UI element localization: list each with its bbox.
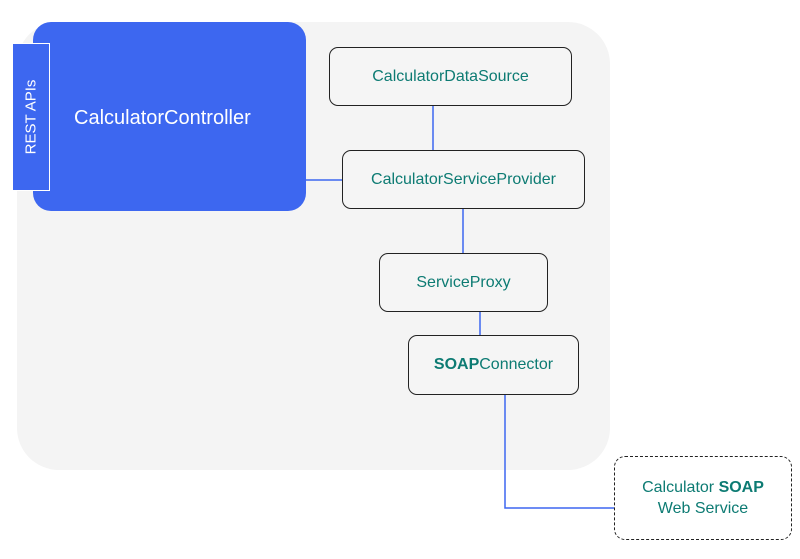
rest-apis-tab[interactable]: REST APIs [12, 43, 50, 191]
calculator-controller-label: CalculatorController [74, 107, 251, 129]
service-proxy-label: ServiceProxy [416, 273, 511, 291]
soap-connector-label: SOAPConnector [434, 356, 553, 374]
external-service-soap-bold: SOAP [718, 479, 764, 496]
soap-connector-to-external-service-line [504, 395, 614, 509]
external-service-line2: Web Service [657, 500, 749, 517]
external-service-line1: Calculator SOAP [642, 477, 764, 498]
soap-connector-node[interactable]: SOAPConnector [408, 335, 579, 395]
calculator-controller[interactable] [33, 22, 306, 211]
soap-connector-label-rest: Connector [479, 356, 554, 373]
service-proxy-node[interactable]: ServiceProxy [379, 253, 548, 312]
soap-connector-label-bold: SOAP [433, 356, 480, 373]
calculator-soap-web-service-node[interactable]: Calculator SOAP Web Service [614, 456, 792, 540]
calculator-service-provider-label: CalculatorServiceProvider [371, 170, 556, 188]
calculator-service-provider-node[interactable]: CalculatorServiceProvider [342, 150, 585, 209]
calculator-data-source-node[interactable]: CalculatorDataSource [329, 47, 572, 106]
calculator-data-source-label: CalculatorDataSource [372, 67, 529, 85]
rest-apis-label: REST APIs [22, 79, 40, 155]
external-service-prefix: Calculator [642, 479, 719, 496]
